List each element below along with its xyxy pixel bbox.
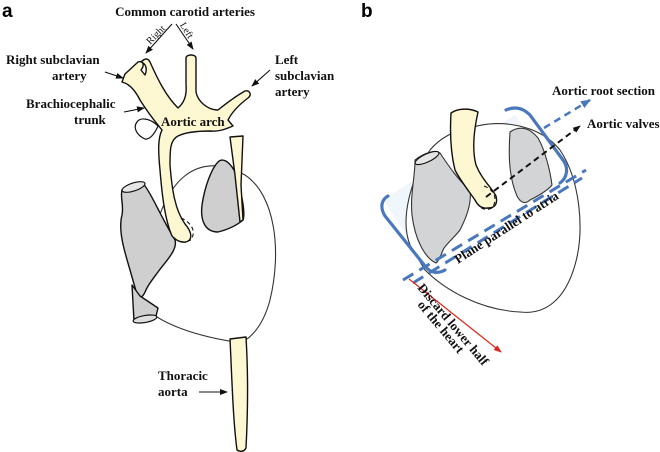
- label-left-carotid: Left: [177, 21, 195, 41]
- panel-a: a Common carotid arteries Right Left Rig…: [2, 1, 335, 452]
- label-left-subclavian-1: Left: [275, 52, 299, 67]
- pulmonary-trunk: [134, 118, 159, 140]
- label-aortic-arch: Aortic arch: [161, 114, 225, 129]
- label-thoracic-1: Thoracic: [158, 368, 208, 383]
- plane-dashed-line: [402, 168, 587, 282]
- panel-letter-b: b: [361, 1, 373, 22]
- label-aortic-root-section: Aortic root section: [552, 83, 656, 98]
- left-atrium-b: [508, 127, 553, 204]
- right-atrium: [120, 183, 177, 300]
- coronary-dashed-b: [479, 185, 496, 210]
- aortic-root-section-arrow: [543, 98, 591, 130]
- left-atrium: [200, 159, 245, 233]
- vena-cava-top-opening: [121, 181, 146, 193]
- label-common-carotid: Common carotid arteries: [115, 4, 255, 19]
- inferior-vena-cava-opening: [132, 314, 158, 324]
- label-brachiocephalic-1: Brachiocephalic: [26, 96, 116, 111]
- label-left-subclavian-3: artery: [275, 84, 310, 99]
- arrow-right-subclavian: [104, 71, 124, 79]
- label-right-subclavian-2: artery: [52, 68, 87, 83]
- label-right-carotid: Right: [144, 23, 168, 47]
- arrow-left-subclavian: [251, 69, 271, 87]
- label-left-subclavian-2: subclavian: [275, 68, 335, 83]
- panel-b: b Aortic root section Aortic valves Plan…: [361, 1, 660, 369]
- right-atrium-b: [411, 151, 471, 264]
- plane-bracket-top: [504, 106, 569, 185]
- descending-aorta-lower: [229, 336, 249, 452]
- discard-arrow: [408, 278, 502, 353]
- label-thoracic-2: aorta: [158, 384, 188, 399]
- arrow-brachiocephalic: [123, 106, 145, 113]
- panel-letter-a: a: [2, 1, 13, 22]
- aortic-arch: [121, 54, 251, 243]
- vena-cava-opening-b: [414, 150, 440, 166]
- arrow-left-carotid: [175, 23, 194, 50]
- plane-bracket-bottom: [380, 194, 447, 274]
- ascending-aorta-b: [449, 108, 498, 209]
- thoracic-aorta: [229, 135, 244, 223]
- label-brachiocephalic-2: trunk: [74, 112, 107, 127]
- lower-plane-dashed-line: [412, 176, 583, 285]
- arrow-right-carotid: [145, 23, 173, 54]
- coronary-dashed-outline: [177, 217, 194, 243]
- label-aortic-valves: Aortic valves: [587, 116, 660, 131]
- label-right-subclavian-1: Right subclavian: [6, 52, 100, 67]
